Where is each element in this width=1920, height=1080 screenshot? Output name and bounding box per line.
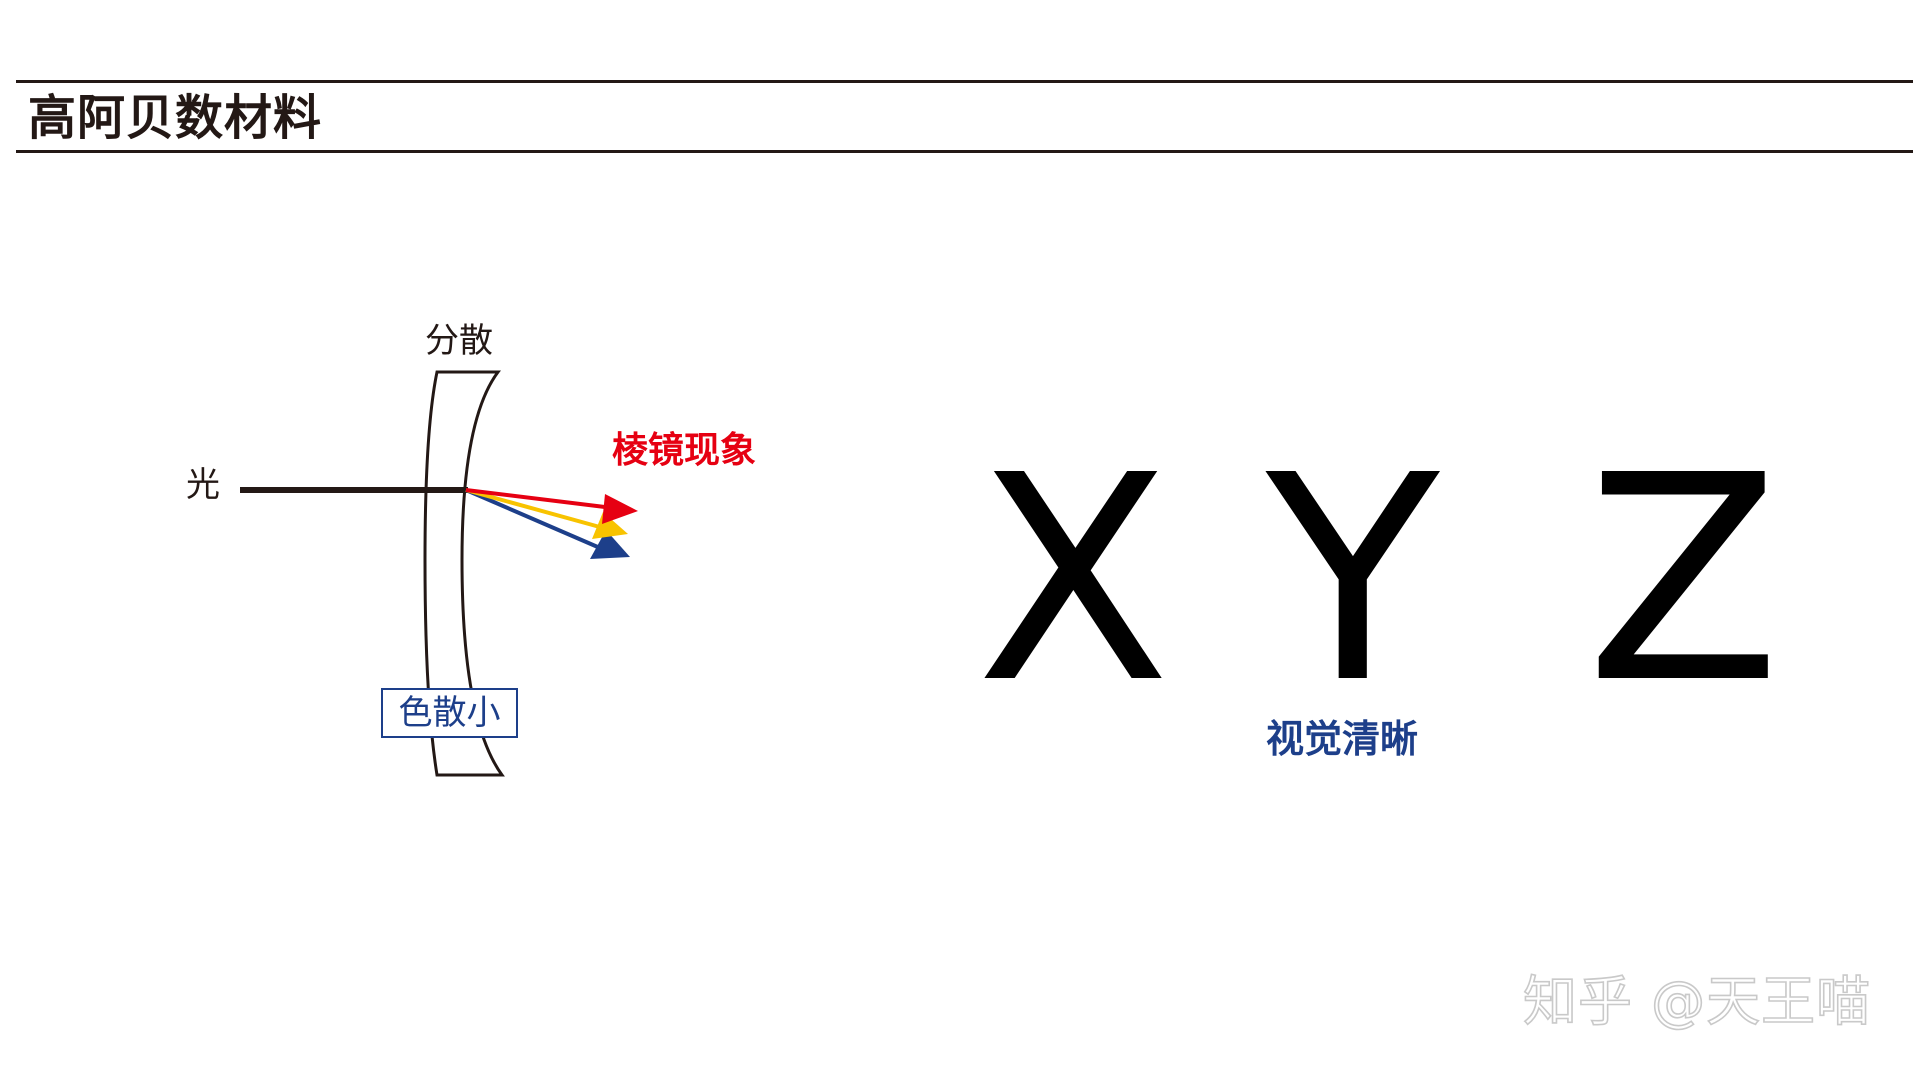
light-label: 光 — [186, 468, 220, 502]
prism-effect-label: 棱镜现象 — [612, 433, 756, 469]
demo-letter-x: X — [976, 438, 1171, 722]
dispersion-label: 分散 — [425, 324, 493, 358]
ray-yellow — [466, 490, 607, 529]
ray-red-arrowhead — [602, 494, 638, 524]
watermark: 知乎 @天王喵 — [1523, 975, 1871, 1029]
clear-vision-caption: 视觉清晰 — [1266, 720, 1418, 758]
demo-letter-y: Y — [1266, 438, 1439, 722]
low-dispersion-box: 色散小 — [381, 688, 518, 738]
demo-letter-z: Z — [1586, 438, 1781, 722]
